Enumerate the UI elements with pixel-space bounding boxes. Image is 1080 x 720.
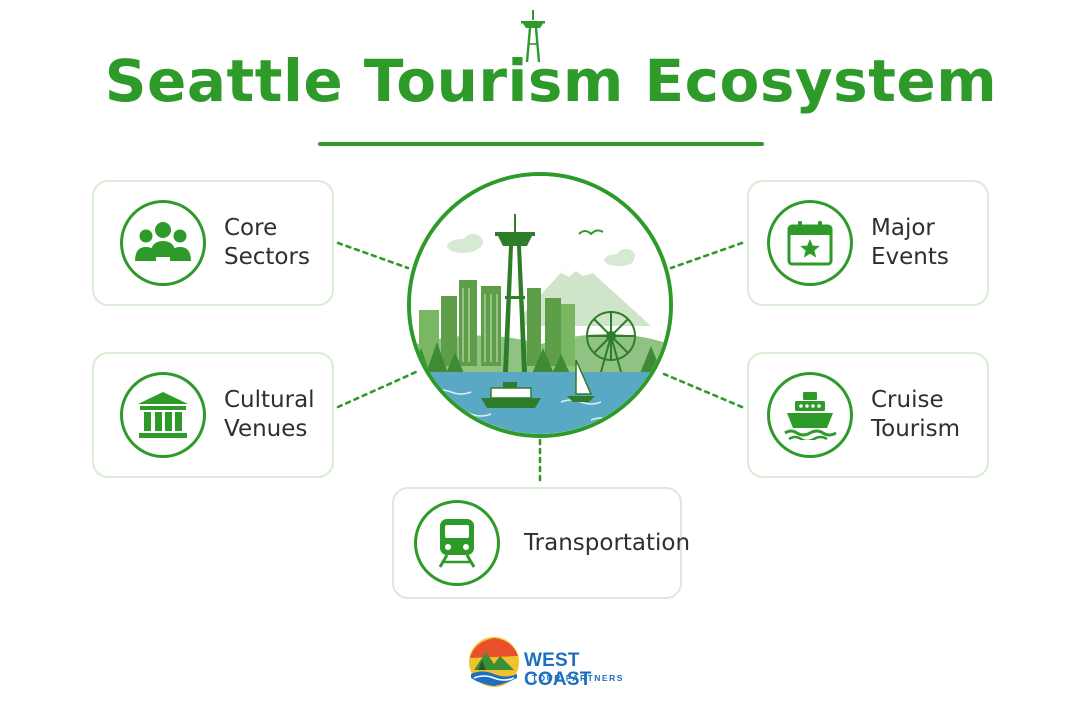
west-coast-badge-icon [469,637,519,687]
museum-columns-icon [120,372,206,458]
logo-tagline: TOUR PARTNERS [532,673,624,683]
node-label: Major Events [871,215,949,270]
train-icon [414,500,500,586]
people-group-icon [120,200,206,286]
page-title: Seattle Tourism Ecosystem [104,47,998,115]
node-label: Cultural Venues [224,387,315,442]
node-label: Transportation [524,529,691,556]
calendar-star-icon [767,200,853,286]
connector-cultural [336,370,418,409]
cruise-ship-icon [767,372,853,458]
node-cruise-tourism[interactable]: Cruise Tourism [747,352,989,478]
node-label: Core Sectors [224,215,310,270]
connector-events [669,241,744,270]
space-needle-icon [521,10,545,62]
west-coast-tour-partners-logo: WEST COAST TOUR PARTNERS [468,636,628,690]
connector-core [336,241,410,270]
node-major-events[interactable]: Major Events [747,180,989,306]
node-transportation[interactable]: Transportation [392,487,690,599]
title-underline [318,142,764,146]
node-core-sectors[interactable]: Core Sectors [92,180,334,306]
space-needle [495,214,535,372]
seattle-skyline-hub [407,172,673,438]
node-label: Cruise Tourism [871,387,961,442]
logo-brand: WEST COAST [524,650,592,690]
node-cultural-venues[interactable]: Cultural Venues [92,352,334,478]
connector-cruise [662,372,744,409]
ferry-boat [481,382,541,408]
ferris-wheel [586,311,636,373]
seattle-skyline-illustration [411,176,669,434]
sailboat [567,359,595,402]
bird-icon [578,229,604,236]
